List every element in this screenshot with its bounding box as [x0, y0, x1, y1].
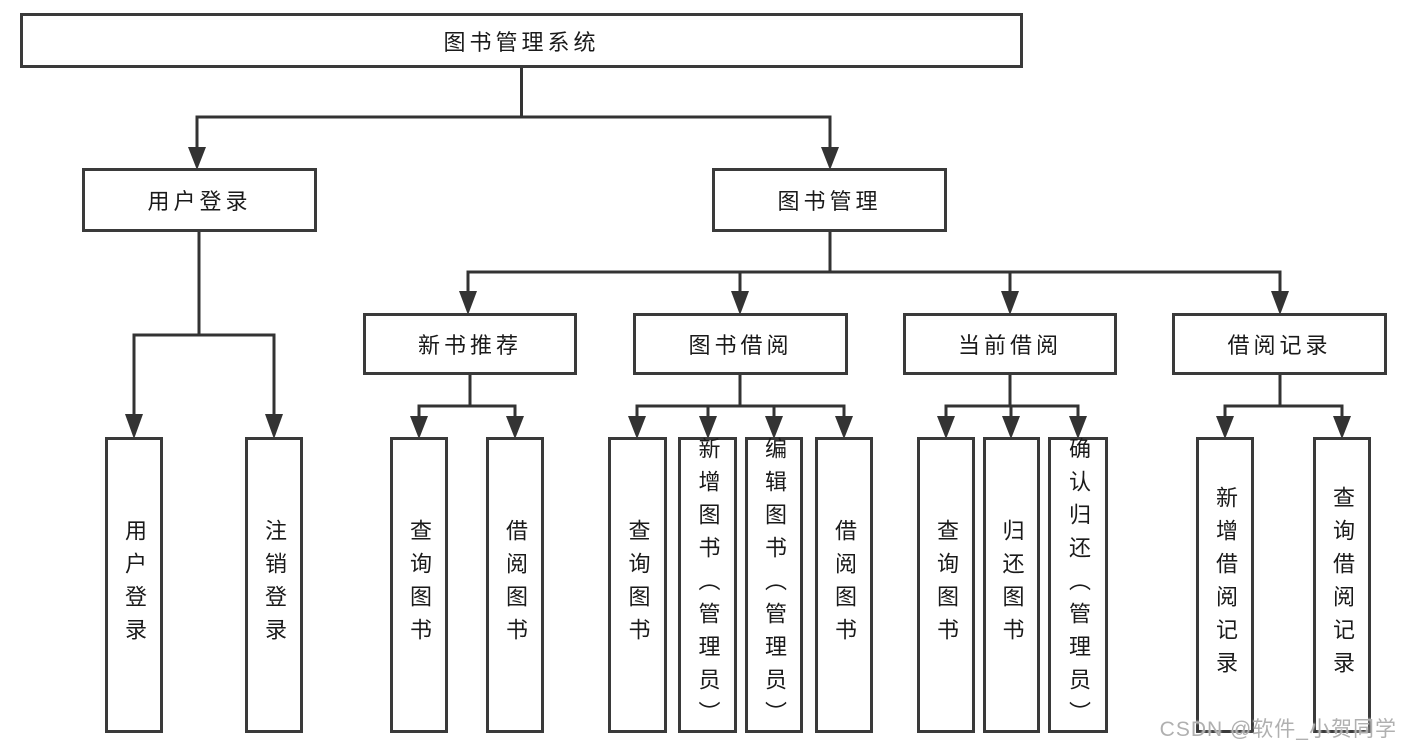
leaf-return-books: 归还图书: [983, 437, 1040, 733]
leaf-borrow-books-recommend: 借阅图书: [486, 437, 544, 733]
leaf-add-borrow-record: 新增借阅记录: [1196, 437, 1254, 733]
leaf-query-books-current-label: 查询图书: [934, 519, 959, 651]
leaf-return-books-label: 归还图书: [999, 519, 1025, 651]
node-borrow-records-label: 借阅记录: [1227, 333, 1332, 358]
leaf-query-borrow-record-label: 查询借阅记录: [1330, 486, 1355, 684]
node-book-borrow: 图书借阅: [633, 313, 848, 375]
leaf-query-borrow-record: 查询借阅记录: [1313, 437, 1371, 733]
node-book-borrow-label: 图书借阅: [688, 333, 793, 358]
leaf-query-books-recommend: 查询图书: [390, 437, 448, 733]
leaf-borrow-books: 借阅图书: [815, 437, 873, 733]
node-current-borrow: 当前借阅: [903, 313, 1117, 375]
node-user-login: 用户登录: [82, 168, 317, 232]
leaf-user-login: 用户登录: [105, 437, 163, 733]
node-new-book-recommend-label: 新书推荐: [417, 333, 522, 358]
node-new-book-recommend: 新书推荐: [363, 313, 577, 375]
leaf-confirm-return-admin-label: 确认归还（管理员）: [1066, 436, 1091, 734]
leaf-query-books-borrow: 查询图书: [608, 437, 667, 733]
node-user-login-label: 用户登录: [147, 189, 252, 214]
node-root-label: 图书管理系统: [443, 29, 600, 55]
leaf-logout-label: 注销登录: [262, 519, 287, 651]
node-book-management-label: 图书管理: [777, 189, 882, 214]
leaf-query-books-borrow-label: 查询图书: [625, 519, 651, 651]
leaf-add-borrow-record-label: 新增借阅记录: [1213, 486, 1238, 684]
node-book-management: 图书管理: [712, 168, 947, 232]
leaf-confirm-return-admin: 确认归还（管理员）: [1048, 436, 1108, 734]
leaf-add-books-admin-label: 新增图书（管理员）: [695, 436, 721, 734]
leaf-query-books-current: 查询图书: [917, 437, 975, 733]
leaf-user-login-label: 用户登录: [122, 519, 147, 651]
leaf-logout: 注销登录: [245, 437, 303, 733]
leaf-borrow-books-label: 借阅图书: [832, 519, 857, 651]
leaf-edit-books-admin-label: 编辑图书（管理员）: [762, 436, 787, 734]
node-borrow-records: 借阅记录: [1172, 313, 1387, 375]
leaf-query-books-recommend-label: 查询图书: [407, 519, 432, 651]
node-current-borrow-label: 当前借阅: [957, 333, 1062, 358]
node-root: 图书管理系统: [20, 13, 1023, 68]
leaf-borrow-books-recommend-label: 借阅图书: [503, 519, 528, 651]
leaf-add-books-admin: 新增图书（管理员）: [678, 436, 737, 734]
csdn-watermark: CSDN @软件_小贺同学: [1159, 718, 1397, 741]
leaf-edit-books-admin: 编辑图书（管理员）: [745, 436, 803, 734]
